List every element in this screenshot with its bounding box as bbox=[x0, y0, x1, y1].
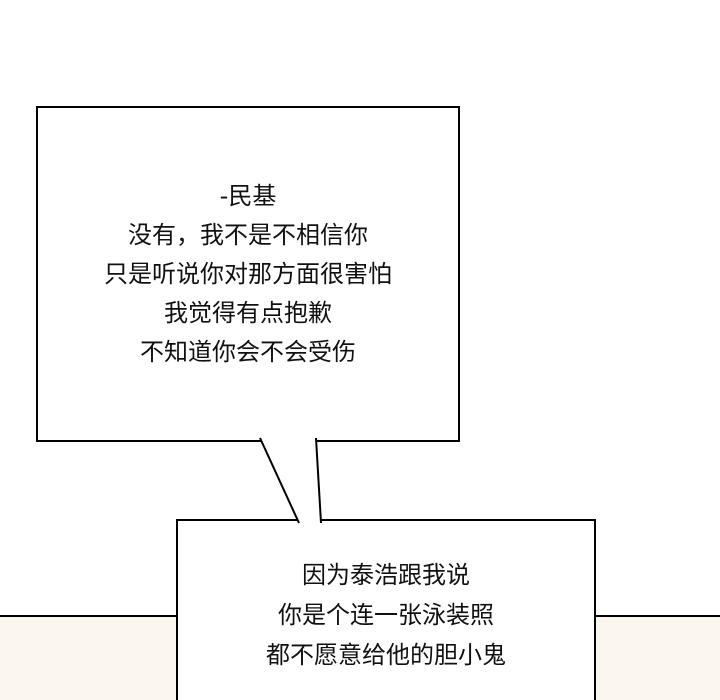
dialogue-line: 你是个连一张泳装照 bbox=[278, 601, 494, 629]
dialogue-line: 只是听说你对那方面很害怕 bbox=[104, 259, 392, 288]
dialogue-line: 没有，我不是不相信你 bbox=[128, 220, 368, 249]
speech-bubble-1-text: -民基 没有，我不是不相信你 只是听说你对那方面很害怕 我觉得有点抱歉 不知道你… bbox=[104, 177, 392, 372]
speech-bubble-1: -民基 没有，我不是不相信你 只是听说你对那方面很害怕 我觉得有点抱歉 不知道你… bbox=[36, 106, 460, 442]
tail-right-edge bbox=[315, 437, 322, 524]
dialogue-line: 都不愿意给他的胆小鬼 bbox=[266, 641, 506, 669]
speech-bubble-2: 因为泰浩跟我说 你是个连一张泳装照 都不愿意给他的胆小鬼 bbox=[176, 519, 596, 700]
dialogue-line: 我觉得有点抱歉 bbox=[164, 298, 332, 327]
tail-left-edge bbox=[259, 437, 300, 524]
tail-fill bbox=[260, 437, 321, 524]
speech-bubble-2-text: 因为泰浩跟我说 你是个连一张泳装照 都不愿意给他的胆小鬼 bbox=[178, 555, 594, 675]
dialogue-line: -民基 bbox=[219, 181, 277, 210]
dialogue-line: 因为泰浩跟我说 bbox=[302, 561, 470, 589]
dialogue-line: 不知道你会不会受伤 bbox=[140, 337, 356, 366]
